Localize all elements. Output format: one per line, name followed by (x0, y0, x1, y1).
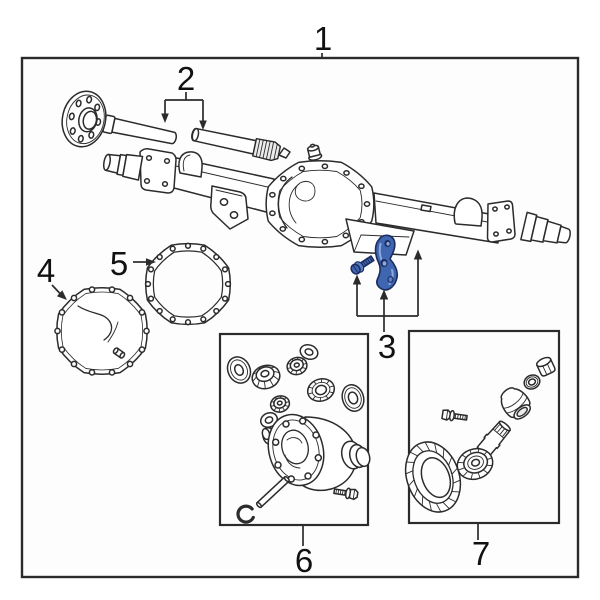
callout-6-label[interactable]: 6 (295, 542, 313, 579)
side-gear (251, 364, 281, 390)
callout-2-bracket (164, 92, 204, 121)
spring-perch-left (178, 151, 203, 178)
pinion-gear (286, 356, 308, 376)
callout-2: 2 (161, 60, 207, 130)
pinion-shaft (476, 420, 512, 458)
callout-3-label[interactable]: 3 (378, 328, 396, 365)
mount-plate-right (486, 200, 516, 243)
diagonal-arrow-icon (56, 290, 67, 300)
callout-7-label[interactable]: 7 (472, 535, 490, 572)
detail-box-7 (407, 329, 561, 525)
pinion-nut (535, 356, 556, 377)
callout-5: 5 (110, 245, 156, 282)
up-arrow-icon (379, 289, 389, 300)
pinion-washer (523, 374, 541, 390)
down-arrow-icon (161, 113, 169, 123)
vent-fitting-icon (306, 143, 323, 161)
ring-gear-bolt (441, 409, 468, 422)
callout-2-label[interactable]: 2 (177, 60, 195, 97)
differential-cover[interactable] (54, 286, 150, 376)
spindle-right (520, 211, 571, 244)
drain-plug-icon (112, 347, 126, 359)
cover-gasket[interactable] (144, 242, 232, 326)
differential-case (261, 413, 371, 492)
callout-3: 3 (352, 249, 423, 365)
crush-spacer (500, 387, 532, 420)
callout-5-label[interactable]: 5 (110, 245, 128, 282)
up-arrow-icon (413, 249, 423, 260)
axle-shaft-inboard[interactable] (190, 125, 282, 162)
shock-bracket-left (210, 185, 249, 230)
thrust-washer (341, 384, 365, 412)
bracket-bolt-highlighted[interactable] (349, 254, 375, 277)
stabilizer-bracket-highlighted[interactable] (374, 234, 399, 291)
spindle-left (102, 153, 144, 181)
thrust-washer (259, 411, 279, 429)
callout-4: 4 (37, 252, 67, 300)
pinion-gear (269, 395, 291, 413)
axle-housing[interactable] (102, 143, 573, 256)
cross-pin (255, 475, 290, 509)
axle-shaft-outboard[interactable] (57, 87, 182, 166)
callout-1-label[interactable]: 1 (314, 20, 332, 57)
right-arrow-icon (146, 258, 156, 266)
brake-flange-left (139, 148, 177, 194)
down-arrow-icon (199, 120, 207, 130)
highlighted-bracket-part[interactable] (349, 234, 399, 291)
snap-ring (236, 504, 255, 524)
spring-perch-right (453, 197, 483, 227)
pinion-gear-head (456, 447, 494, 481)
ring-and-pinion-kit[interactable]: 7 (396, 329, 561, 572)
ring-gear (404, 441, 462, 513)
up-arrow-icon (352, 274, 362, 285)
pinion-washer (299, 343, 319, 361)
case-bolt (333, 487, 359, 501)
side-gear (306, 377, 336, 403)
callout-4-label[interactable]: 4 (37, 252, 55, 289)
thrust-washer (226, 356, 252, 384)
differential-case-kit[interactable]: 6 (218, 332, 372, 579)
detail-box-6 (218, 332, 370, 527)
